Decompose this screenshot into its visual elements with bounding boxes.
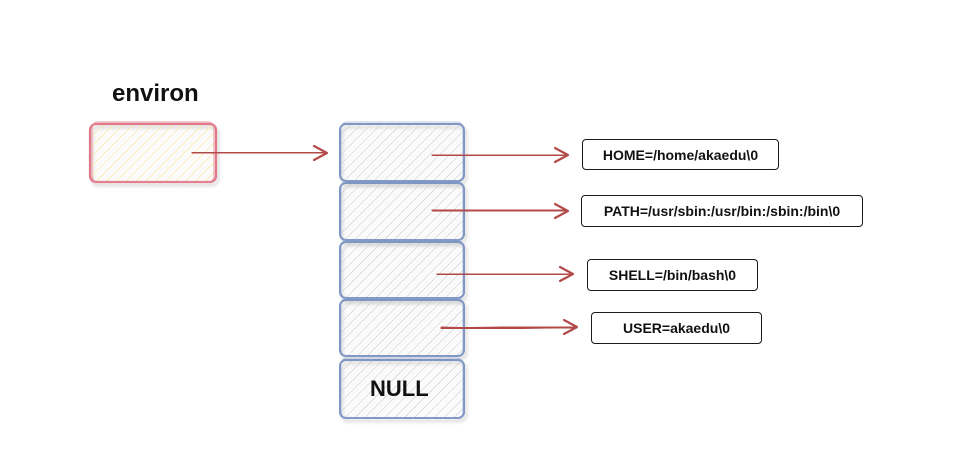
arrow-to-home — [431, 146, 570, 164]
arrow-environ-to-array — [191, 144, 329, 162]
env-string-user: USER=akaedu\0 — [591, 312, 762, 344]
arrow-to-user — [440, 318, 579, 336]
array-null-label: NULL — [370, 376, 429, 401]
arrow-to-shell — [436, 265, 575, 283]
env-string-path: PATH=/usr/sbin:/usr/bin:/sbin:/bin\0 — [581, 195, 863, 227]
environ-title: environ — [112, 80, 199, 107]
array-cell-0 — [339, 121, 465, 182]
arrow-to-path — [431, 202, 570, 220]
env-string-shell: SHELL=/bin/bash\0 — [587, 259, 758, 291]
array-cell-null — [339, 357, 465, 419]
env-string-home: HOME=/home/akaedu\0 — [582, 139, 779, 170]
array-cell-2 — [339, 239, 465, 299]
